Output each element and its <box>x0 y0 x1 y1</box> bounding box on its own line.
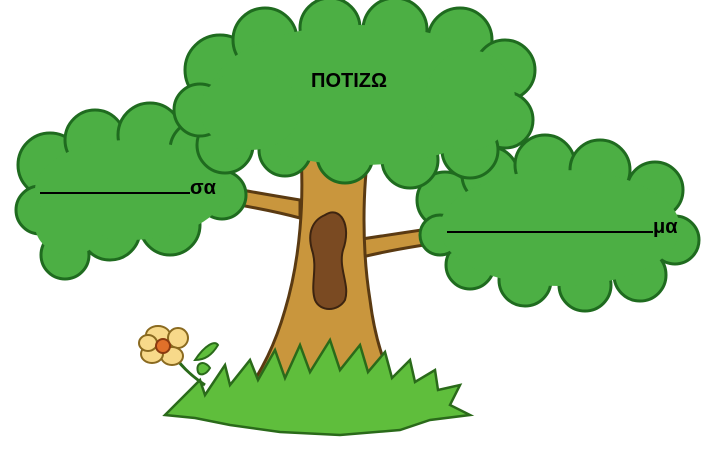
right-word-blank: μα <box>447 213 678 239</box>
top-foliage-fill <box>200 25 515 165</box>
left-suffix: σα <box>190 177 216 199</box>
right-foliage-fill <box>440 170 680 286</box>
flower <box>138 325 220 387</box>
target-word: ΠΟΤΙΖΩ <box>311 70 388 92</box>
left-foliage-fill <box>35 140 225 255</box>
right-answer-line[interactable] <box>447 213 653 233</box>
trunk-hollow <box>309 211 348 310</box>
left-answer-line[interactable] <box>40 174 190 194</box>
right-suffix: μα <box>653 216 678 238</box>
grass <box>162 337 475 437</box>
left-word-blank: σα <box>40 174 216 200</box>
